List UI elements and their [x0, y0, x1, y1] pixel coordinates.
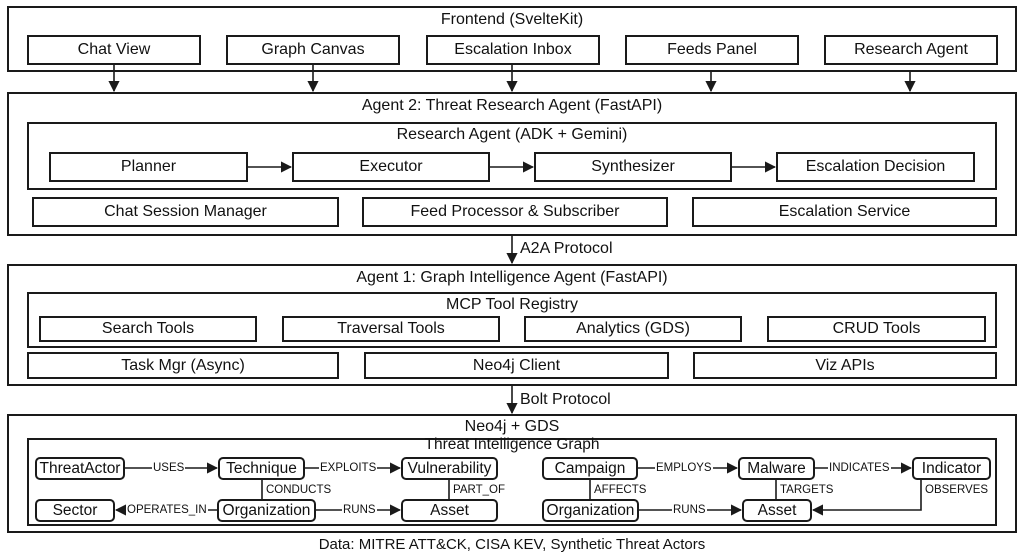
frontend-title: Frontend (SvelteKit) — [440, 11, 584, 28]
edge-label-exploits: EXPLOITS — [319, 462, 378, 474]
pipeline-escalation-decision[interactable]: Escalation Decision — [776, 152, 975, 182]
service-neo4j-client[interactable]: Neo4j Client — [364, 352, 669, 379]
edge-label-conducts: CONDUCTS — [266, 484, 332, 496]
service-escalation-service[interactable]: Escalation Service — [692, 197, 997, 227]
node-threatactor[interactable]: ThreatActor — [35, 457, 125, 480]
edge-label-observes: OBSERVES — [925, 484, 989, 496]
a2a-protocol-label: A2A Protocol — [520, 240, 613, 257]
data-sources-footer: Data: MITRE ATT&CK, CISA KEV, Synthetic … — [318, 536, 706, 553]
mcp-registry-title: MCP Tool Registry — [446, 296, 578, 313]
tool-traversal[interactable]: Traversal Tools — [282, 316, 500, 342]
edge-label-uses: USES — [152, 462, 186, 474]
edge-label-targets: TARGETS — [780, 484, 834, 496]
node-technique[interactable]: Technique — [218, 457, 305, 480]
frontend-feeds-panel[interactable]: Feeds Panel — [625, 35, 799, 65]
pipeline-executor[interactable]: Executor — [292, 152, 490, 182]
tool-search[interactable]: Search Tools — [39, 316, 257, 342]
edge-label-affects: AFFECTS — [594, 484, 647, 496]
edge-label-runs-right: RUNS — [672, 504, 707, 516]
agent2-title: Agent 2: Threat Research Agent (FastAPI) — [361, 97, 663, 114]
edge-label-part-of: PART_OF — [453, 484, 505, 496]
tool-crud[interactable]: CRUD Tools — [767, 316, 986, 342]
threat-graph-title: Threat Intelligence Graph — [424, 436, 600, 453]
node-asset-left[interactable]: Asset — [401, 499, 498, 522]
edge-label-indicates: INDICATES — [828, 462, 891, 474]
agent1-title: Agent 1: Graph Intelligence Agent (FastA… — [356, 269, 668, 286]
service-chat-session-manager[interactable]: Chat Session Manager — [32, 197, 339, 227]
bolt-protocol-label: Bolt Protocol — [520, 391, 611, 408]
tool-analytics-gds[interactable]: Analytics (GDS) — [524, 316, 742, 342]
service-viz-apis[interactable]: Viz APIs — [693, 352, 997, 379]
node-malware[interactable]: Malware — [738, 457, 815, 480]
pipeline-planner[interactable]: Planner — [49, 152, 248, 182]
node-asset-right[interactable]: Asset — [742, 499, 812, 522]
node-organization-right[interactable]: Organization — [542, 499, 639, 522]
service-task-mgr[interactable]: Task Mgr (Async) — [27, 352, 339, 379]
service-feed-processor[interactable]: Feed Processor & Subscriber — [362, 197, 668, 227]
node-campaign[interactable]: Campaign — [542, 457, 638, 480]
frontend-chat-view[interactable]: Chat View — [27, 35, 201, 65]
edge-label-employs: EMPLOYS — [655, 462, 713, 474]
pipeline-synthesizer[interactable]: Synthesizer — [534, 152, 732, 182]
frontend-graph-canvas[interactable]: Graph Canvas — [226, 35, 400, 65]
neo4j-title: Neo4j + GDS — [464, 418, 560, 435]
node-vulnerability[interactable]: Vulnerability — [401, 457, 498, 480]
edge-label-operates-in: OPERATES_IN — [126, 504, 208, 516]
frontend-research-agent[interactable]: Research Agent — [824, 35, 998, 65]
node-sector[interactable]: Sector — [35, 499, 115, 522]
research-agent-title: Research Agent (ADK + Gemini) — [396, 126, 628, 143]
node-organization-left[interactable]: Organization — [217, 499, 316, 522]
node-indicator[interactable]: Indicator — [912, 457, 991, 480]
frontend-escalation-inbox[interactable]: Escalation Inbox — [426, 35, 600, 65]
edge-label-runs-left: RUNS — [342, 504, 377, 516]
